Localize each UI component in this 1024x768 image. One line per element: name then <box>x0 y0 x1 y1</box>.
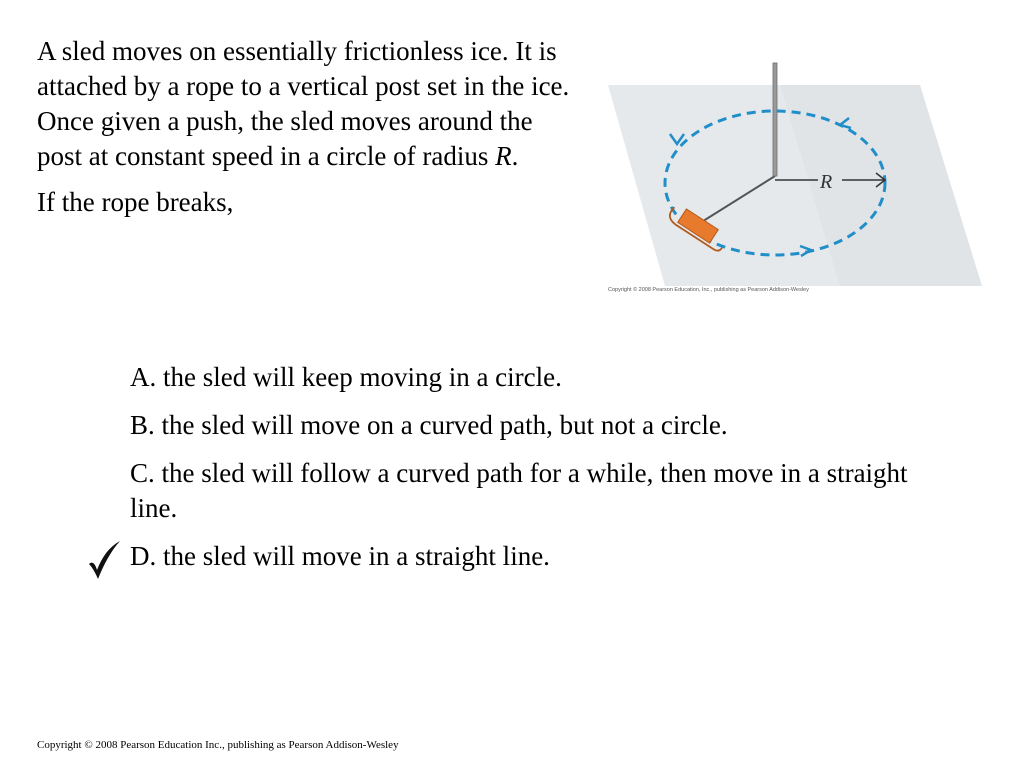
radius-arrowhead <box>875 172 887 188</box>
answer-a[interactable]: A. the sled will keep moving in a circle… <box>130 362 562 392</box>
question-text-part: A sled moves on essentially frictionless… <box>37 36 570 172</box>
figure-caption: Copyright © 2008 Pearson Education, Inc.… <box>608 287 809 293</box>
ice-shade <box>780 85 982 286</box>
question-paragraph: A sled moves on essentially frictionless… <box>37 34 582 174</box>
direction-arrow-bottom <box>799 244 814 258</box>
footer-copyright: Copyright © 2008 Pearson Education Inc.,… <box>37 739 399 751</box>
question-text-end: . <box>511 141 519 172</box>
direction-arrow-top <box>837 117 852 130</box>
rope <box>699 175 776 224</box>
sled <box>668 206 723 252</box>
radius-symbol: R <box>495 141 512 172</box>
circular-path <box>663 109 887 257</box>
answer-b[interactable]: B. the sled will move on a curved path, … <box>130 410 728 441</box>
sled-body <box>677 208 719 244</box>
question-text: A sled moves on essentially frictionless… <box>37 34 582 220</box>
answer-list: A. the sled will keep moving in a circle… <box>89 360 960 587</box>
post <box>772 62 778 177</box>
radius-label: R <box>819 171 832 193</box>
sled-illustration: R <box>608 62 982 286</box>
checkmark-icon <box>89 541 120 580</box>
answer-d[interactable]: D. the sled will move in a straight line… <box>130 541 550 572</box>
answer-d-row: D. the sled will move in a straight line… <box>89 539 960 580</box>
direction-arrow-left <box>668 133 686 147</box>
answer-c[interactable]: C. the sled will follow a curved path fo… <box>130 458 908 524</box>
sled-figure: R <box>590 58 990 303</box>
sled-runner <box>668 206 723 252</box>
question-prompt: If the rope breaks, <box>37 187 234 218</box>
